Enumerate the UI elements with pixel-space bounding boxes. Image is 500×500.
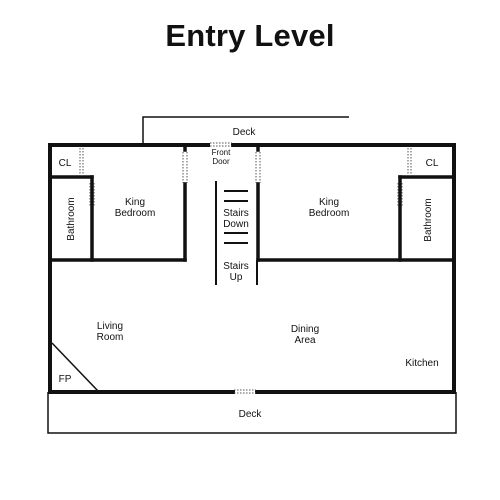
living-room-label-line1: Living	[97, 321, 123, 332]
page-title: Entry Level	[165, 18, 335, 53]
fireplace-outline	[51, 342, 99, 392]
bedroom-right-label-line2: Bedroom	[309, 208, 350, 219]
living-room-label-line2: Room	[97, 332, 124, 343]
bathroom-right-label: Bathroom	[423, 198, 434, 241]
front-door-label-line2: Door	[212, 157, 230, 166]
stairs-down-label-line2: Down	[223, 219, 249, 230]
deck-bottom-outline	[47, 392, 457, 434]
bedroom-left-label-line2: Bedroom	[115, 208, 156, 219]
exterior-walls	[48, 143, 456, 394]
bedroom-right-label-line1: King	[319, 197, 339, 208]
stairwell	[215, 181, 258, 285]
kitchen-label: Kitchen	[405, 358, 438, 369]
bathroom-left-label: Bathroom	[66, 197, 77, 240]
deck-top-label: Deck	[233, 127, 257, 138]
deck-bottom-label: Deck	[239, 409, 263, 420]
interior-walls	[50, 145, 454, 262]
fireplace-label: FP	[59, 374, 72, 385]
deck-top-outline	[142, 116, 349, 145]
stairs-down-label-line1: Stairs	[223, 208, 249, 219]
closet-left-label: CL	[59, 158, 72, 169]
stairs-up-label-line1: Stairs	[223, 261, 249, 272]
bedroom-left-label-line1: King	[125, 197, 145, 208]
stairs-up-label-line2: Up	[230, 272, 243, 283]
front-door-label-line1: Front	[212, 148, 231, 157]
door-openings	[79, 142, 412, 394]
dining-area-label-line2: Area	[294, 335, 316, 346]
closet-right-label: CL	[426, 158, 439, 169]
dining-area-label-line1: Dining	[291, 324, 319, 335]
